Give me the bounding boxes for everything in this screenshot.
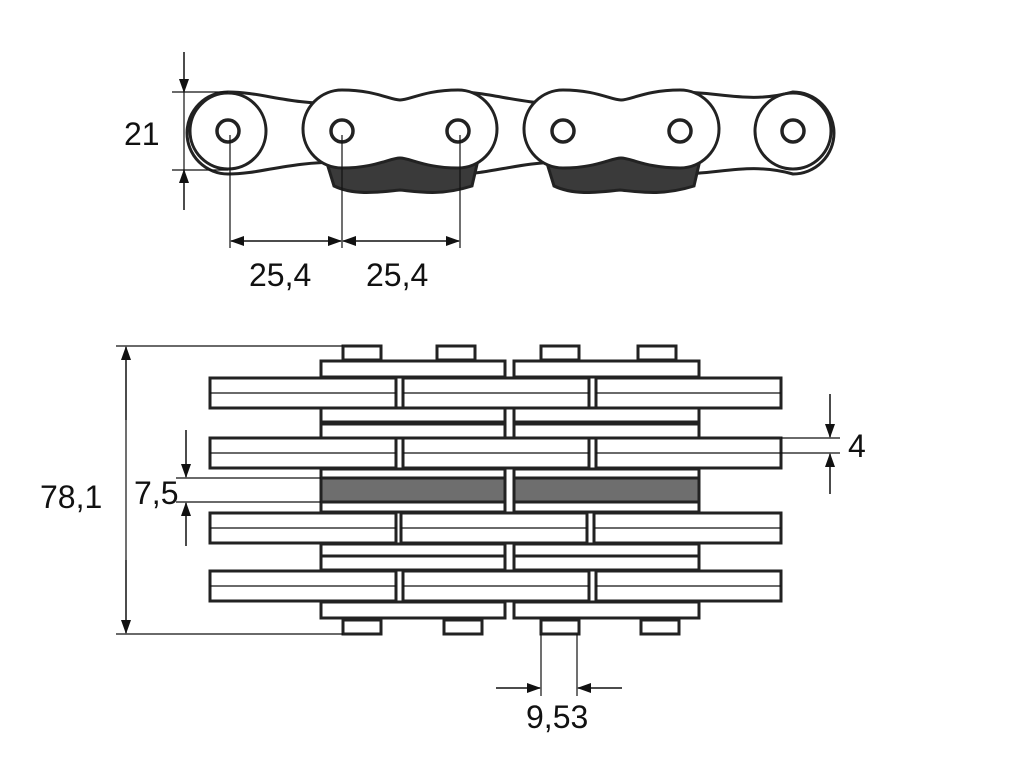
pin-head-bottom (341, 618, 383, 636)
inner-plate (319, 554, 507, 572)
outer-plate-row-4 (208, 569, 783, 603)
dimension-label-strand-spacing: 7,5 (134, 475, 178, 511)
pin-head-bottom (442, 618, 484, 636)
inner-plate (319, 406, 507, 424)
dimension-label-plate-height: 21 (124, 116, 160, 152)
dimension-roller-width: 9,53 (496, 634, 622, 735)
chain-side-view (185, 88, 836, 194)
dimension-plate-thickness: 4 (781, 394, 866, 494)
inner-plate (512, 600, 701, 620)
pin-hole (667, 118, 693, 144)
dimension-pitch: 25,4 25,4 (229, 135, 461, 293)
pin-hole (215, 118, 241, 144)
pin-head-bottom (539, 618, 581, 636)
dimension-label-overall-width: 78,1 (40, 479, 102, 515)
inner-plate (319, 422, 507, 440)
pin-head-top (636, 344, 678, 362)
pin-hole (780, 118, 806, 144)
outer-plate-row-3 (208, 511, 783, 545)
inner-plate (512, 500, 701, 514)
dimension-label-pitch-right: 25,4 (366, 257, 428, 293)
inner-link-plate-left (301, 88, 499, 170)
outer-plate-row-2 (208, 436, 783, 470)
inner-plate (512, 467, 701, 480)
inner-plate (319, 359, 507, 379)
pin-head-top (539, 344, 581, 362)
dimension-strand-spacing: 7,5 (134, 430, 321, 546)
chain-top-view (208, 344, 783, 636)
inner-plate (319, 467, 507, 480)
dimension-label-pitch-left: 25,4 (249, 257, 311, 293)
intermediate-plate-dark (319, 476, 507, 504)
inner-plate (319, 600, 507, 620)
pin-hole (550, 118, 576, 144)
inner-plate (512, 554, 701, 572)
dimension-label-roller-width: 9,53 (526, 699, 588, 735)
inner-plate (512, 406, 701, 424)
dimension-plate-height: 21 (124, 52, 228, 210)
intermediate-plate-dark (512, 476, 701, 504)
outer-plate-row-1 (208, 376, 783, 410)
pin-head-top (435, 344, 477, 362)
dimension-label-plate-thickness: 4 (848, 428, 866, 464)
inner-link-plate-right (522, 88, 721, 170)
inner-plate (512, 359, 701, 379)
inner-plate (319, 542, 507, 558)
pin-head-bottom (639, 618, 681, 636)
dimension-overall-width: 78,1 (40, 345, 343, 635)
inner-plate (512, 542, 701, 558)
inner-plate (512, 422, 701, 440)
inner-plate (319, 500, 507, 514)
pin-hole (445, 118, 471, 144)
pin-head-top (341, 344, 383, 362)
